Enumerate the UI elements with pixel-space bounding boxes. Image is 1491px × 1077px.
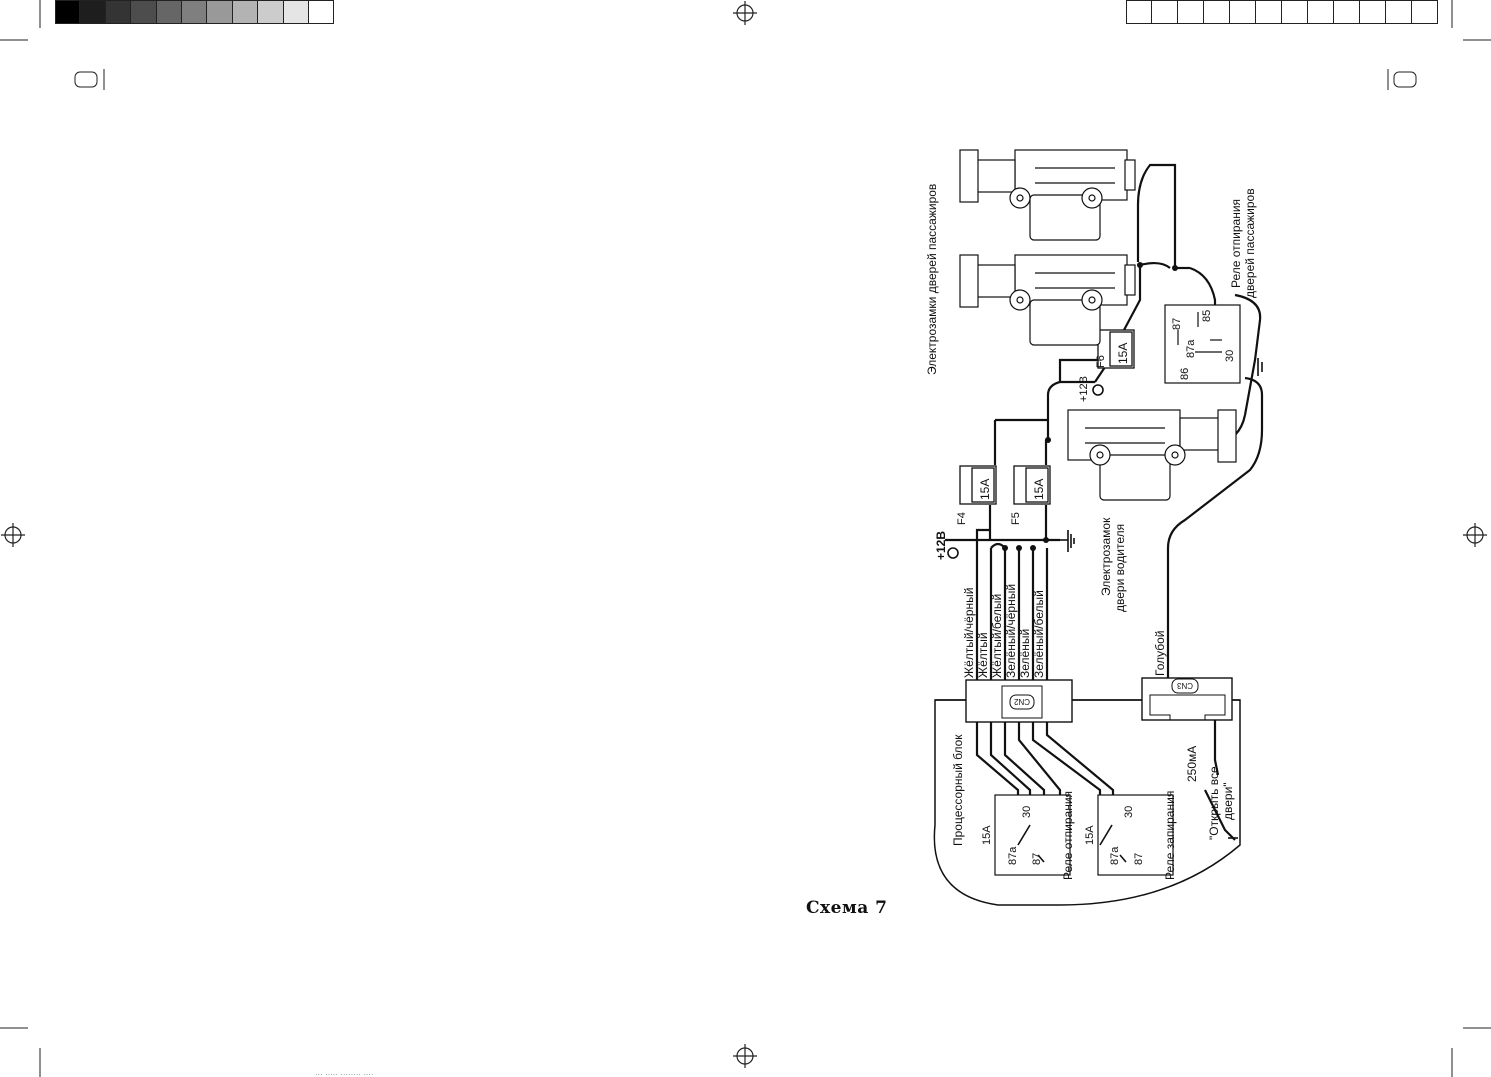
passenger-lock-actuator-bottom — [959, 254, 1136, 346]
tick-cell — [1334, 0, 1360, 24]
passenger-lock-actuator-top — [959, 149, 1136, 241]
registration-tick-bar — [1126, 0, 1438, 26]
cn3-connector: CN3 — [1141, 677, 1233, 721]
wire-label-green-black: Зелёный/чёрный — [1004, 584, 1018, 678]
grayscale-swatch — [181, 0, 208, 24]
plus12-label-a: +12В — [934, 531, 948, 560]
wire-label-green: Зелёный — [1018, 629, 1032, 678]
grayscale-calibration-bar — [55, 0, 335, 26]
passenger-relay-label-2: дверей пассажиров — [1243, 188, 1257, 298]
pin-87-top: 87 — [1171, 318, 1183, 330]
pin-86-top: 86 — [1179, 368, 1191, 380]
driver-lock-label-2: двери водителя — [1113, 524, 1127, 612]
grayscale-swatch — [207, 0, 233, 24]
unlock-relay — [994, 794, 1071, 876]
fuse-f6-rating: 15A — [1116, 343, 1130, 364]
tick-cell — [1282, 0, 1308, 24]
wire-labels: Жёлтый/чёрный Жёлтый Жёлтый/белый Зелёны… — [962, 584, 1167, 678]
footer-print-line: ... ..... ........ .... — [315, 1068, 374, 1077]
passenger-unlock-relay — [1164, 304, 1241, 384]
lock-relay — [1097, 794, 1174, 876]
fuse-f6-label: F6 — [1095, 355, 1107, 368]
open-all-label-2: двери" — [1221, 782, 1235, 820]
wire-label-blue: Голубой — [1153, 631, 1167, 677]
plus12-label-b: +12В — [1078, 376, 1090, 402]
unlock-relay-pin-30: 30 — [1021, 806, 1033, 818]
wire-label-yellow-black: Жёлтый/чёрный — [962, 588, 976, 678]
tick-cell — [1360, 0, 1386, 24]
grayscale-swatch — [283, 0, 309, 24]
wire-label-green-white: Зелёный/белый — [1032, 590, 1046, 678]
tick-cell — [1204, 0, 1230, 24]
unlock-relay-label: Реле отпирания — [1061, 791, 1075, 880]
lock-relay-pin-87a: 87a — [1109, 846, 1121, 865]
fuse-f4-rating: 15A — [978, 479, 992, 500]
driver-lock-actuator — [1067, 409, 1237, 501]
grayscale-swatch — [232, 0, 259, 24]
component-labels: Электрозамки дверей пассажиров Реле отпи… — [925, 184, 1257, 880]
passenger-locks-label: Электрозамки дверей пассажиров — [925, 184, 939, 375]
relay-contacts — [1017, 824, 1127, 863]
grayscale-swatch — [80, 0, 106, 24]
passenger-relay-pins: 87 85 87a 86 30 — [1171, 310, 1236, 380]
current-label: 250мА — [1185, 746, 1199, 782]
grayscale-swatch — [156, 0, 182, 24]
fuse-f5-rating: 15A — [1032, 479, 1046, 500]
figure-caption: Схема 7 — [806, 898, 888, 918]
grayscale-swatch — [55, 0, 81, 24]
grayscale-swatch — [258, 0, 284, 24]
fuse-f4-label: F4 — [956, 512, 968, 525]
grayscale-swatch — [105, 0, 132, 24]
tick-cell — [1126, 0, 1152, 24]
fuse-f5-label: F5 — [1010, 512, 1022, 525]
ground-symbols — [1060, 358, 1263, 839]
wire-label-yellow-white: Жёлтый/белый — [990, 594, 1004, 678]
power-terminals — [947, 384, 1104, 559]
cn3-label: CN3 — [1176, 681, 1193, 690]
grayscale-swatch — [308, 0, 335, 24]
driver-lock-label-1: Электрозамок — [1099, 517, 1113, 596]
unlock-relay-rating: 15A — [981, 825, 993, 845]
tick-cell — [1256, 0, 1282, 24]
pin-30-top: 30 — [1224, 350, 1236, 362]
lock-relay-pin-87: 87 — [1133, 853, 1145, 865]
tick-cell — [1308, 0, 1334, 24]
passenger-relay-label-1: Реле отпирания — [1229, 199, 1243, 288]
vehicle-outline — [933, 699, 1241, 906]
unlock-relay-pin-87: 87 — [1031, 853, 1043, 865]
tick-cell — [1412, 0, 1438, 24]
fuses — [959, 329, 1135, 505]
processor-block-label: Процессорный блок — [951, 734, 965, 846]
wire-label-yellow: Жёлтый — [976, 632, 990, 678]
pin-85-top: 85 — [1201, 310, 1213, 322]
lock-relay-pin-30: 30 — [1123, 806, 1135, 818]
grayscale-swatch — [131, 0, 157, 24]
lock-relay-label: Реле запирания — [1163, 791, 1177, 880]
pin-87a-top: 87a — [1185, 339, 1197, 358]
unlock-relay-pin-87a: 87a — [1007, 846, 1019, 865]
tick-cell — [1178, 0, 1204, 24]
cn2-connector: CN2 — [965, 679, 1073, 723]
junction-dots — [1002, 262, 1178, 551]
tick-cell — [1386, 0, 1412, 24]
tick-cell — [1230, 0, 1256, 24]
cn2-label: CN2 — [1013, 697, 1030, 706]
lock-relay-rating: 15A — [1084, 825, 1096, 845]
open-all-label-1: "Открыть все — [1207, 766, 1221, 840]
tick-cell — [1152, 0, 1178, 24]
